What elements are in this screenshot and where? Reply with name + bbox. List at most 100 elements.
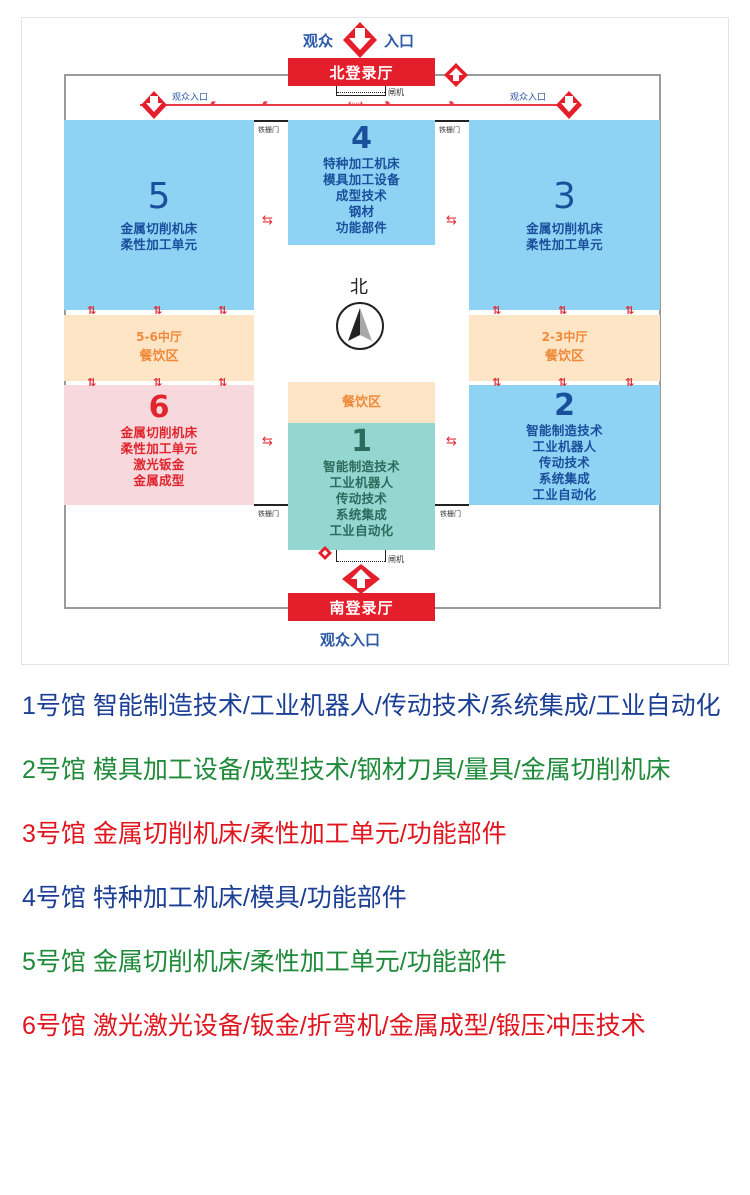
food-area-label: 餐饮区: [139, 349, 179, 364]
north-entry-label-right: 入口: [384, 32, 415, 50]
two-way-arrow-icon: ⇆: [446, 434, 457, 449]
hall-5[interactable]: 5 金属切削机床 柔性加工单元: [64, 120, 254, 310]
two-way-arrow-icon: ⇆: [446, 213, 457, 228]
hall-category: 智能制造技术: [323, 459, 400, 474]
hall-category: 成型技术: [335, 188, 388, 203]
chevron-left-icon: ‹‹‹: [210, 98, 217, 109]
hall-category: 功能部件: [335, 220, 388, 235]
hall-category: 特种加工机床: [323, 156, 400, 171]
exit-marker-icon: [318, 546, 332, 560]
hall-category: 工业机器人: [532, 439, 597, 454]
hall-category: 激光钣金: [133, 457, 185, 472]
food-area-label: 餐饮区: [341, 394, 381, 410]
turnstile-gates: [337, 561, 385, 562]
hall-number: 4: [351, 121, 372, 156]
up-down-arrow-icon: ⇅: [87, 304, 97, 317]
hall-category: 模具加工设备: [323, 172, 400, 187]
side-entry-label-left: 观众入口: [172, 93, 209, 103]
up-down-arrow-icon: ⇅: [153, 304, 163, 317]
up-down-arrow-icon: ⇅: [558, 376, 568, 389]
hall-category: 智能制造技术: [526, 423, 603, 438]
food-area-title: 2-3中厅: [541, 330, 588, 344]
hall-category: 传动技术: [538, 455, 591, 470]
gate-label: 铁栅门: [439, 126, 460, 134]
up-down-arrow-icon: ⇅: [492, 304, 502, 317]
legend-item-hall-3: 3号馆 金属切削机床/柔性加工单元/功能部件: [22, 820, 507, 848]
hall-2[interactable]: 2 智能制造技术 工业机器人 传动技术 系统集成 工业自动化: [469, 385, 660, 505]
hall-category: 柔性加工单元: [120, 441, 198, 456]
legend-item-hall-2: 2号馆 模具加工设备/成型技术/钢材刀具/量具/金属切削机床: [22, 756, 671, 784]
up-down-arrow-icon: ⇅: [87, 376, 97, 389]
food-area-2-3[interactable]: 2-3中厅 餐饮区: [469, 315, 660, 381]
hall-category: 系统集成: [538, 471, 591, 486]
hall-number: 2: [554, 388, 575, 423]
hall-legend-list: 1号馆 智能制造技术/工业机器人/传动技术/系统集成/工业自动化 2号馆 模具加…: [22, 684, 732, 1068]
north-turnstile: [336, 86, 386, 96]
south-turnstile-label: 闸机: [388, 555, 404, 564]
hall-6[interactable]: 6 金属切削机床 柔性加工单元 激光钣金 金属成型: [64, 385, 254, 505]
hall-number: 1: [351, 424, 372, 459]
side-entry-arrow-down-icon: [141, 91, 167, 119]
legend-item-hall-4: 4号馆 特种加工机床/模具/功能部件: [22, 884, 407, 912]
hall-category: 系统集成: [335, 507, 388, 522]
hall-category: 钢材: [348, 204, 375, 219]
hall-category: 金属切削机床: [120, 425, 198, 440]
chevron-right-icon: ›››: [384, 98, 391, 109]
hall-category: 金属切削机床: [120, 221, 198, 236]
hall-category: 工业机器人: [329, 475, 394, 490]
food-area-central[interactable]: 餐饮区: [288, 382, 435, 423]
up-down-arrow-icon: ⇅: [218, 304, 228, 317]
hall-category: 工业自动化: [329, 523, 394, 538]
side-entry-arrow-down-icon: [556, 91, 582, 119]
entry-arrow-down-icon: [343, 22, 377, 58]
hall-category: 金属切削机床: [526, 221, 603, 236]
north-compass-icon: [336, 302, 384, 350]
hall-category: 金属成型: [133, 473, 185, 488]
hall-category: 工业自动化: [532, 487, 597, 502]
legend-item-hall-1: 1号馆 智能制造技术/工业机器人/传动技术/系统集成/工业自动化: [22, 692, 721, 720]
legend-item-hall-6: 6号馆 激光激光设备/钣金/折弯机/金属成型/锻压冲压技术: [22, 1012, 646, 1040]
hall-number: 5: [147, 176, 171, 217]
food-area-label: 餐饮区: [544, 349, 584, 364]
food-area-5-6[interactable]: 5-6中厅 餐饮区: [64, 315, 254, 381]
chevron-right-icon: ›››: [448, 98, 455, 109]
gate-bar: [254, 504, 288, 506]
gate-label: 铁栅门: [258, 510, 279, 518]
gate-label: 铁栅门: [440, 510, 461, 518]
gate-bar: [434, 120, 469, 122]
up-down-arrow-icon: ⇅: [218, 376, 228, 389]
hall-category: 柔性加工单元: [120, 237, 198, 252]
up-down-arrow-icon: ⇅: [558, 304, 568, 317]
legend-item-hall-5: 5号馆 金属切削机床/柔性加工单元/功能部件: [22, 948, 507, 976]
entry-arrow-up-icon: [342, 564, 380, 594]
hall-category: 柔性加工单元: [526, 237, 603, 252]
north-turnstile-label: 闸机: [388, 88, 404, 97]
north-lobby: 北登录厅: [288, 58, 435, 86]
double-arrow-icon: ⇠⇢: [348, 99, 364, 109]
hall-1[interactable]: 1 智能制造技术 工业机器人 传动技术 系统集成 工业自动化: [288, 423, 435, 550]
north-entry-label-left: 观众: [303, 32, 334, 50]
gate-bar: [254, 120, 288, 122]
hall-number: 3: [553, 176, 576, 217]
hall-number: 6: [148, 390, 170, 425]
south-entry-label: 观众入口: [320, 631, 381, 649]
exit-arrow-up-icon: [444, 63, 468, 87]
hall-3[interactable]: 3 金属切削机床 柔性加工单元: [469, 120, 660, 310]
south-turnstile: [336, 550, 386, 562]
turnstile-gates: [337, 92, 385, 93]
up-down-arrow-icon: ⇅: [492, 376, 502, 389]
up-down-arrow-icon: ⇅: [153, 376, 163, 389]
two-way-arrow-icon: ⇆: [262, 434, 273, 449]
south-lobby: 南登录厅: [288, 593, 435, 621]
up-down-arrow-icon: ⇅: [625, 304, 635, 317]
gate-bar: [434, 504, 469, 506]
side-entry-label-right: 观众入口: [510, 93, 547, 103]
hall-4[interactable]: 4 特种加工机床 模具加工设备 成型技术 钢材 功能部件: [288, 120, 435, 245]
up-down-arrow-icon: ⇅: [625, 376, 635, 389]
two-way-arrow-icon: ⇆: [262, 213, 273, 228]
chevron-left-icon: ‹‹‹: [262, 98, 269, 109]
food-area-title: 5-6中厅: [136, 330, 182, 344]
gate-label: 铁栅门: [258, 126, 279, 134]
north-walkway-line: [140, 104, 560, 106]
hall-category: 传动技术: [335, 491, 388, 506]
